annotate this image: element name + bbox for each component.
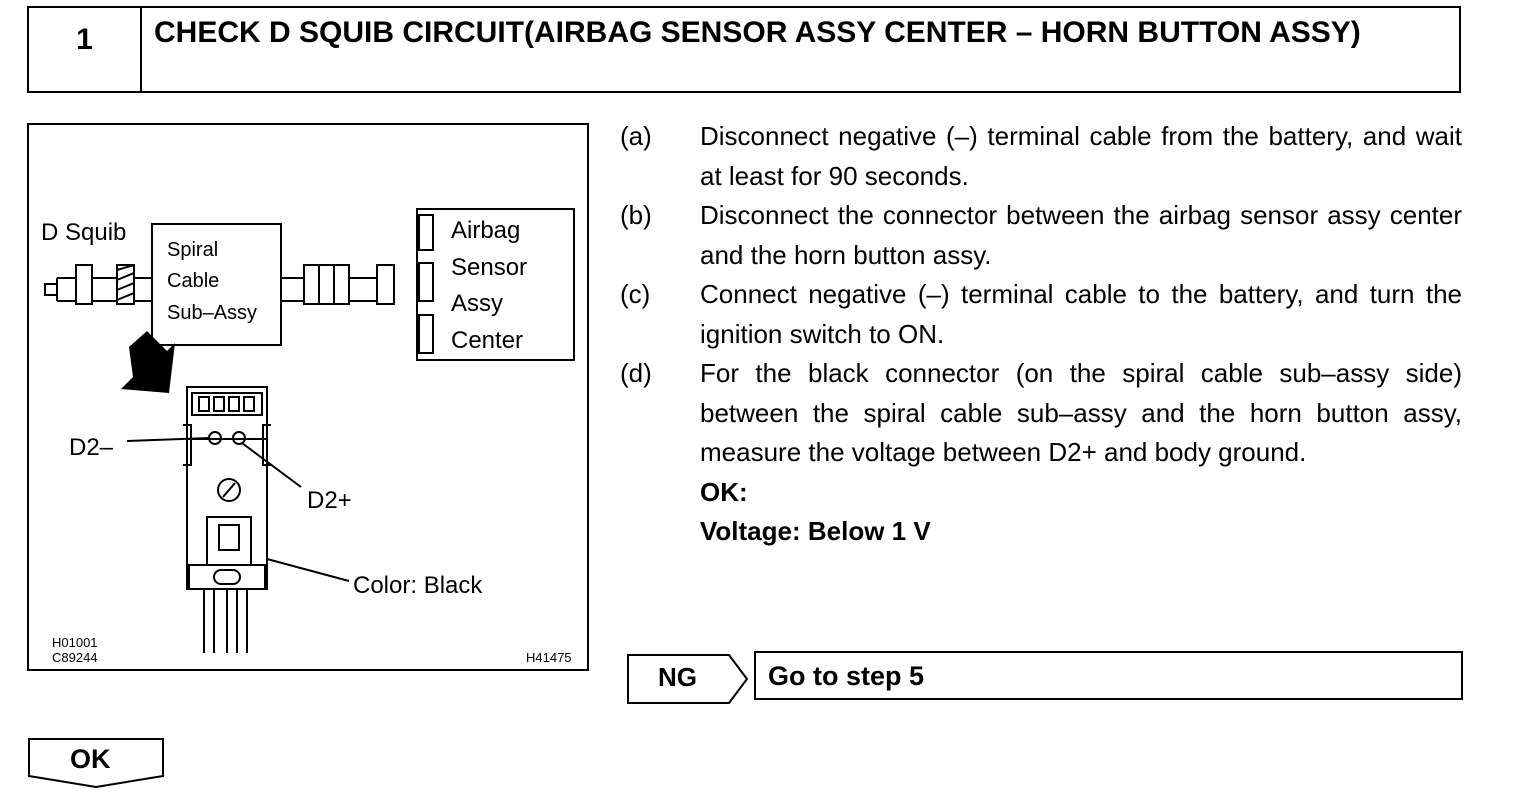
spec-value: Voltage: Below 1 V [700, 516, 931, 546]
ok-tag-shape [28, 738, 164, 788]
spiral-cable-label-1: Spiral [167, 239, 219, 261]
sensor-label-2: Sensor [451, 254, 528, 281]
spiral-cable-label-3: Sub–Assy [167, 302, 258, 324]
instruction-text: Connect negative (–) terminal cable to t… [700, 279, 1462, 349]
color-label: Color: Black [353, 572, 483, 599]
instruction-letter: (a) [620, 121, 652, 151]
instruction-item: (a) Disconnect negative (–) terminal cab… [620, 117, 1462, 196]
step-title: CHECK D SQUIB CIRCUIT(AIRBAG SENSOR ASSY… [154, 16, 1361, 49]
instruction-item: (c) Connect negative (–) terminal cable … [620, 275, 1462, 354]
d-squib-label: D Squib [41, 219, 127, 246]
instruction-text: Disconnect the connector between the air… [700, 200, 1462, 270]
d2-plus-label: D2+ [307, 487, 352, 514]
figure-code-right: H41475 [526, 650, 572, 665]
instruction-item: (d) For the black connector (on the spir… [620, 354, 1462, 473]
spiral-cable-label-2: Cable [167, 270, 220, 292]
ok-label: OK [70, 744, 111, 774]
goto-step-box: Go to step 5 [754, 651, 1463, 700]
connector-diagram: D Squib Spiral Cable Sub–Assy Airbag Sen… [27, 123, 589, 671]
instruction-text: For the black connector (on the spiral c… [700, 358, 1462, 467]
d2-minus-label: D2– [69, 434, 114, 461]
sensor-label-1: Airbag [451, 217, 521, 244]
ng-tag-shape [627, 654, 749, 704]
figure-code-left-1: H01001 [52, 635, 98, 650]
instruction-item: (b) Disconnect the connector between the… [620, 196, 1462, 275]
instruction-list: (a) Disconnect negative (–) terminal cab… [620, 117, 1462, 552]
ng-label: NG [658, 662, 697, 692]
sensor-label-4: Center [451, 327, 524, 354]
instruction-letter: (b) [620, 200, 652, 230]
step-header: 1 CHECK D SQUIB CIRCUIT(AIRBAG SENSOR AS… [27, 6, 1461, 93]
instruction-letter: (d) [620, 358, 652, 388]
figure-code-left-2: C89244 [52, 650, 98, 665]
sensor-label-3: Assy [451, 290, 504, 317]
step-number: 1 [29, 8, 142, 91]
diagram-drawing [44, 208, 575, 653]
instruction-text: Disconnect negative (–) terminal cable f… [700, 121, 1462, 191]
spec-ok-label: OK: [700, 476, 748, 507]
instruction-letter: (c) [620, 279, 651, 309]
